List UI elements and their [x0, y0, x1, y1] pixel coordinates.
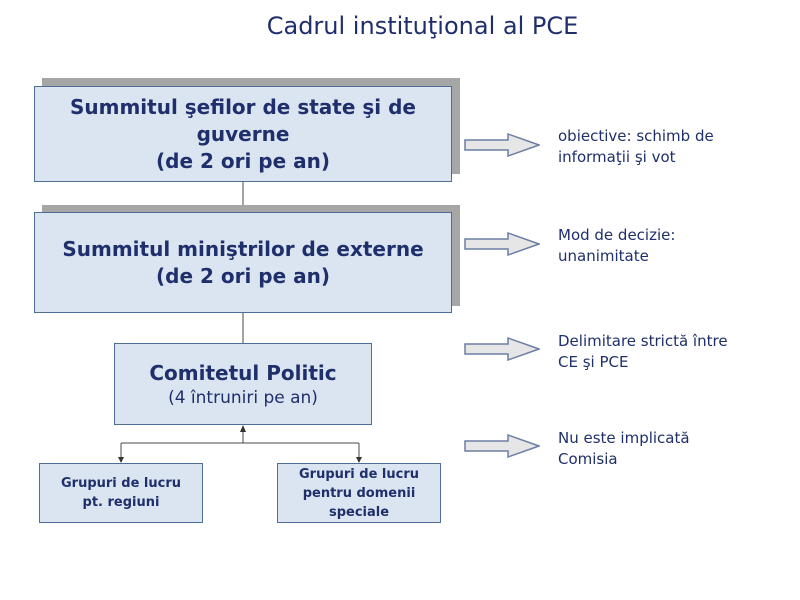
page-title: Cadrul instituţional al PCE — [266, 12, 579, 40]
summit-heads-box: Summitul şefilor de state şi de guverne … — [34, 86, 452, 182]
groups-regions-line-2: pt. regiuni — [82, 495, 160, 510]
note-commission-line-2: Comisia — [558, 450, 618, 468]
summit-heads-line-2: guverne — [196, 121, 290, 146]
note-delimitation: Delimitare strictă între CE şi PCE — [558, 331, 728, 373]
summit-ministers-line-1: Summitul miniştrilor de externe — [62, 236, 424, 261]
groups-regions-box: Grupuri de lucru pt. regiuni — [39, 463, 203, 523]
groups-domains-line-1: Grupuri de lucru — [298, 466, 420, 482]
arrow-right-icon — [464, 133, 540, 157]
note-decision-mode-line-2: unanimitate — [558, 247, 649, 265]
note-commission: Nu este implicată Comisia — [558, 428, 690, 470]
groups-domains-line-2: pentru domenii — [302, 485, 416, 501]
arrow-right-icon — [464, 434, 540, 458]
note-decision-mode-line-1: Mod de decizie: — [558, 226, 676, 244]
summit-heads-line-1: Summitul şefilor de state şi de — [69, 94, 416, 119]
note-objectives-line-2: informaţii şi vot — [558, 148, 676, 166]
note-delimitation-line-1: Delimitare strictă între — [558, 332, 728, 350]
note-commission-line-1: Nu este implicată — [558, 429, 690, 447]
political-committee-title: Comitetul Politic — [149, 361, 337, 385]
groups-domains-box: Grupuri de lucru pentru domenii speciale — [277, 463, 441, 523]
arrow-right-icon — [464, 337, 540, 361]
note-objectives-line-1: obiective: schimb de — [558, 127, 714, 145]
note-delimitation-line-2: CE şi PCE — [558, 353, 629, 371]
summit-heads-line-3: (de 2 ori pe an) — [155, 148, 330, 173]
groups-regions-line-1: Grupuri de lucru — [60, 476, 182, 491]
note-decision-mode: Mod de decizie: unanimitate — [558, 225, 675, 267]
political-committee-box: Comitetul Politic (4 întruniri pe an) — [114, 343, 372, 425]
note-objectives: obiective: schimb de informaţii şi vot — [558, 126, 714, 168]
arrow-right-icon — [464, 232, 540, 256]
political-committee-subtitle: (4 întruniri pe an) — [168, 388, 318, 408]
summit-ministers-line-2: (de 2 ori pe an) — [155, 263, 330, 288]
summit-ministers-box: Summitul miniştrilor de externe (de 2 or… — [34, 212, 452, 313]
groups-domains-line-3: speciale — [328, 504, 390, 520]
